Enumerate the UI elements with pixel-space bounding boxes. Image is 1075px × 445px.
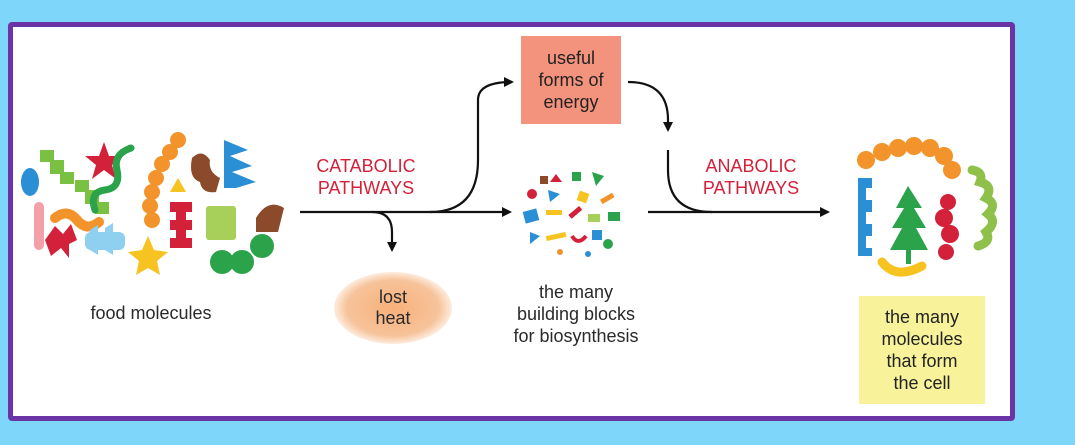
cell-molecules-box: the many molecules that form the cell xyxy=(859,296,985,404)
building-blocks-cluster xyxy=(522,172,620,257)
energy-down-arrow xyxy=(627,80,673,132)
food-molecules-cluster xyxy=(21,132,284,275)
energy-up-arrow xyxy=(429,77,514,214)
pathway-arrows xyxy=(300,77,830,252)
anabolic-pathways-label: ANABOLIC PATHWAYS xyxy=(702,156,800,198)
energy-merge-arrow xyxy=(666,150,713,214)
cell-molecules-cluster xyxy=(857,137,997,277)
lost-heat-label: lost heat xyxy=(334,272,452,344)
heat-arrow xyxy=(371,210,397,252)
useful-energy-box: useful forms of energy xyxy=(521,36,621,124)
food-molecules-label: food molecules xyxy=(90,303,212,323)
catabolic-pathways-label: CATABOLIC PATHWAYS xyxy=(316,156,416,198)
building-blocks-label: the many building blocks for biosynthesi… xyxy=(513,282,639,346)
